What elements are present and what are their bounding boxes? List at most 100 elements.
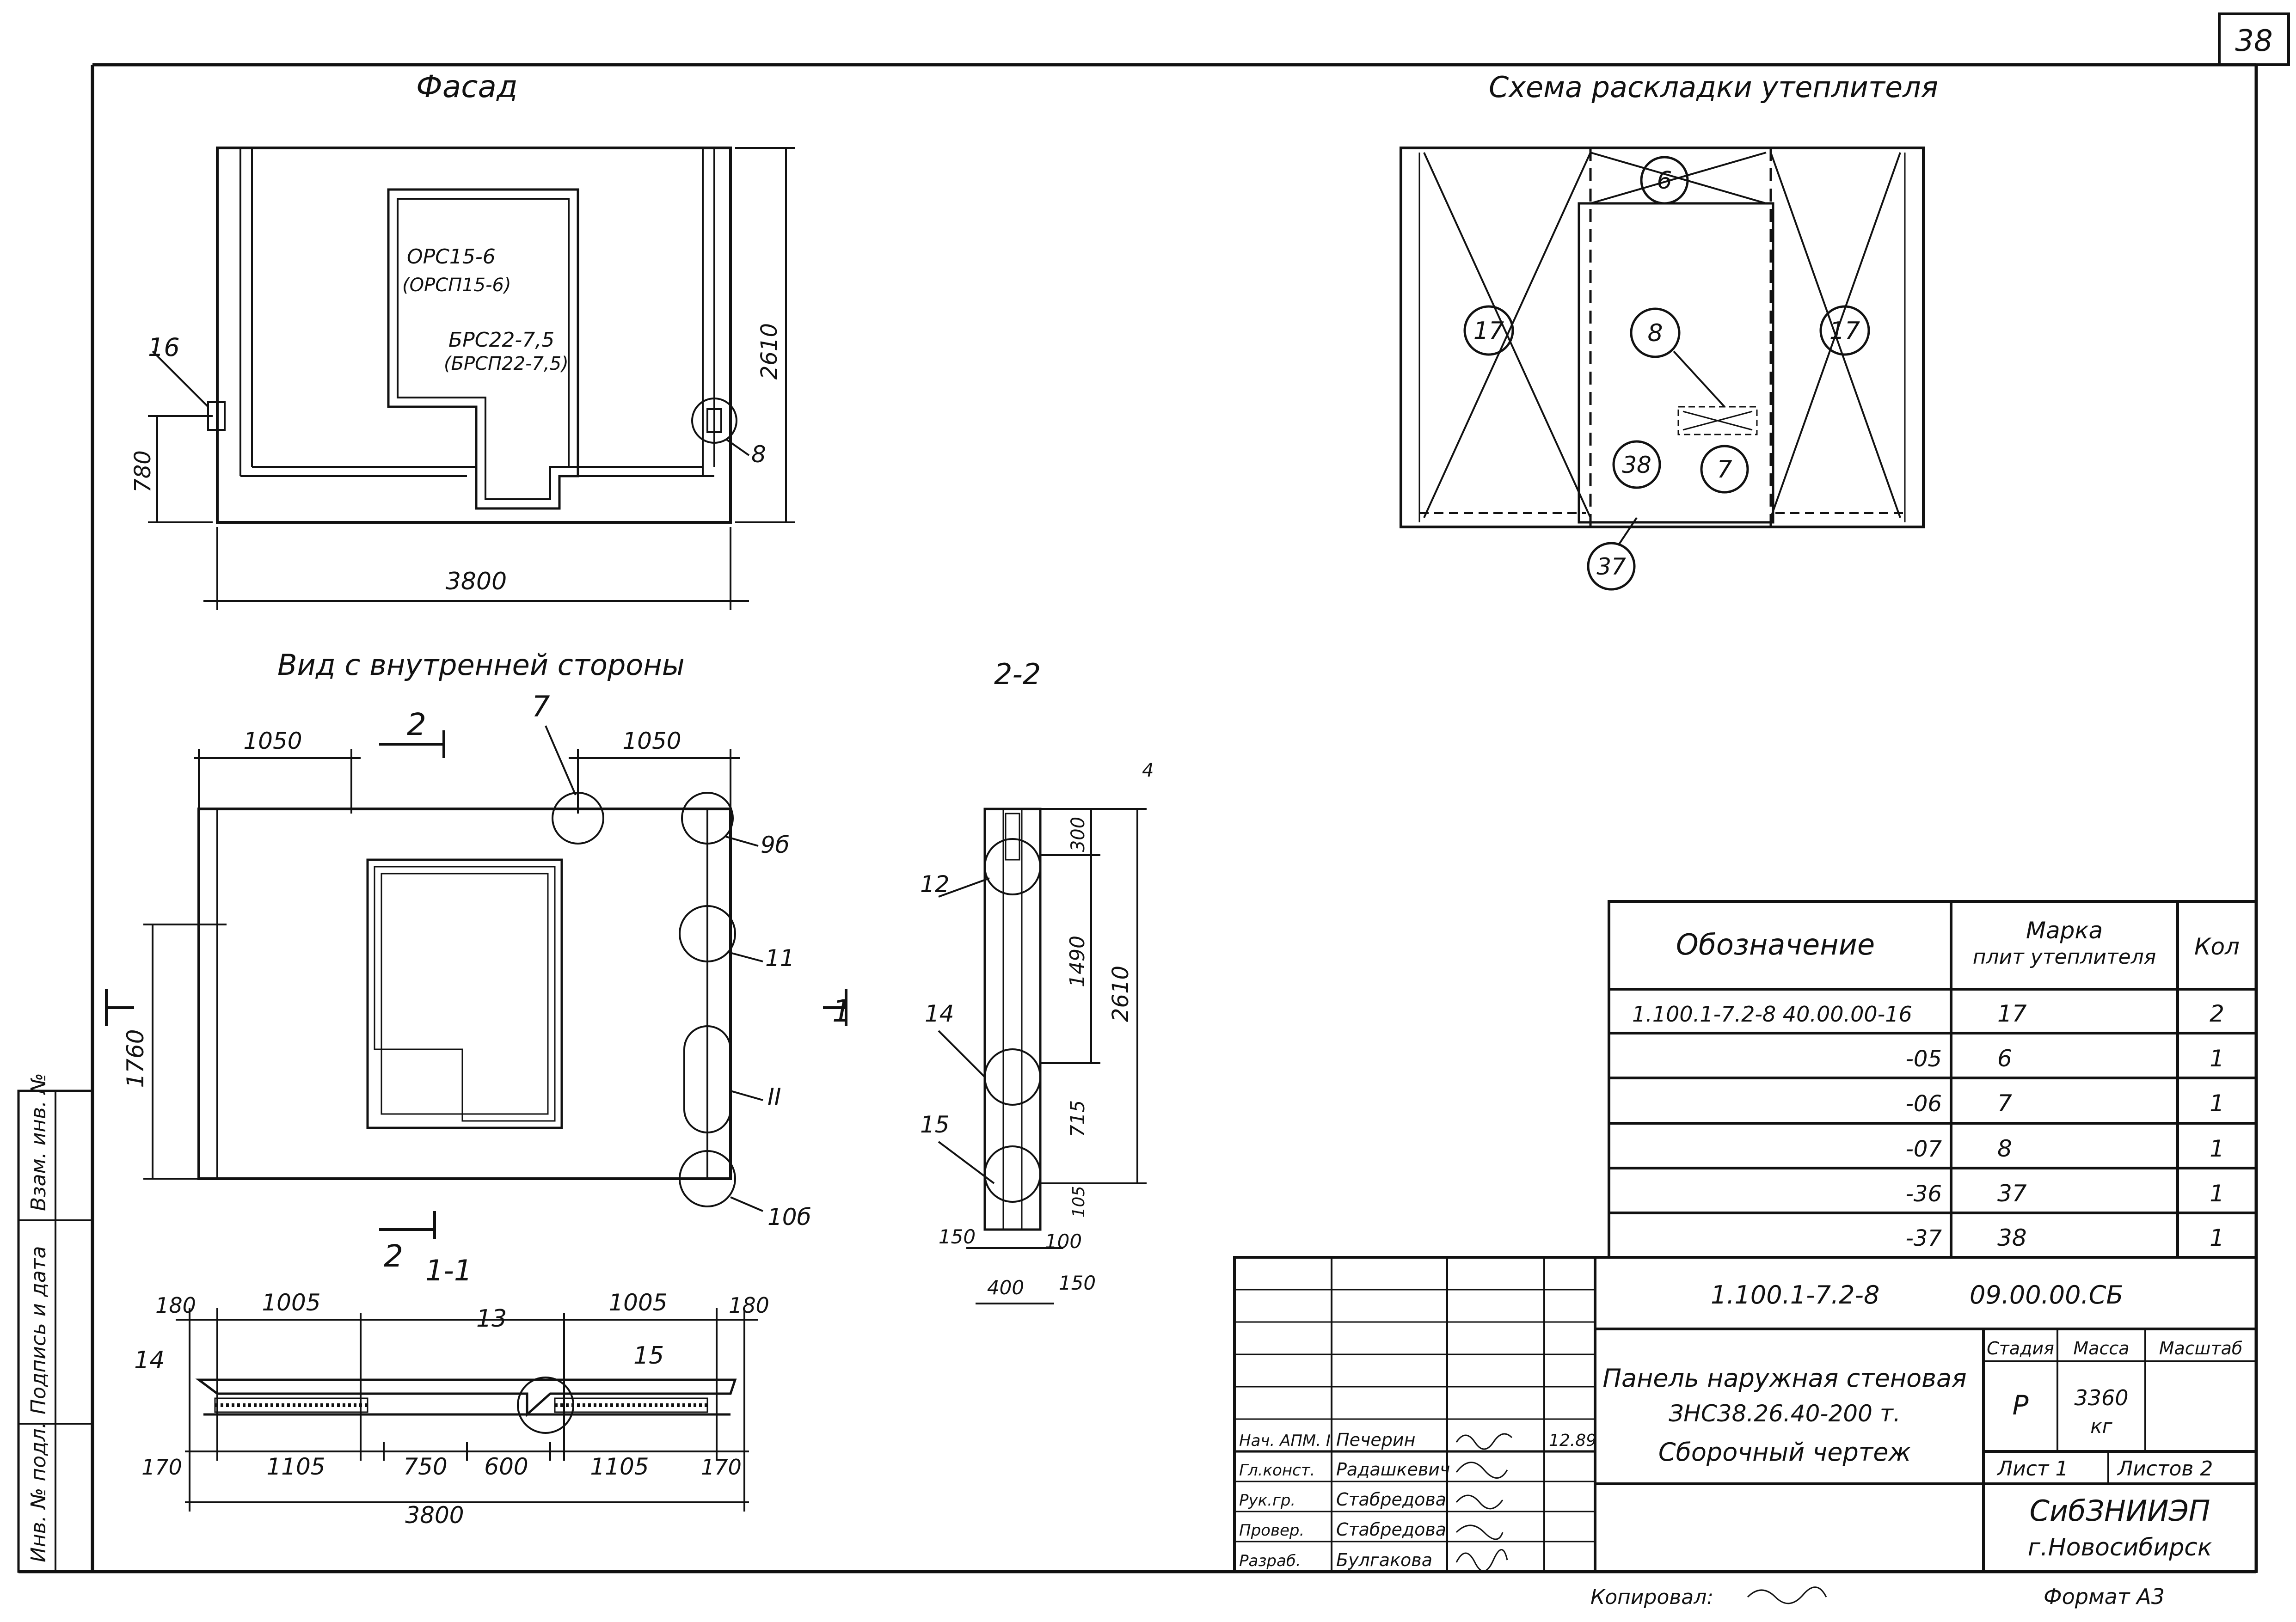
- insulation-bubble-6: [1640, 156, 1689, 205]
- title-stage-label: Стадия: [1987, 1338, 2054, 1359]
- title-mass-label: Масса: [2073, 1338, 2129, 1359]
- inside-dimensions: [105, 725, 847, 1239]
- spec-row-mark: 8: [1997, 1135, 2012, 1162]
- section-22-view: [983, 808, 1042, 1231]
- spec-row-mark: 38: [1997, 1224, 2027, 1251]
- title-mass-unit: кг: [2090, 1415, 2112, 1438]
- insulation-label-38: 38: [1622, 452, 1651, 478]
- section-11-dim-170l: 170: [141, 1455, 182, 1480]
- title-role: Рук.гр.: [1239, 1491, 1295, 1510]
- insulation-label-7: 7: [1717, 456, 1732, 484]
- section-11-dim-1005r: 1005: [608, 1289, 667, 1316]
- spec-col-designation: Обозначение: [1676, 928, 1875, 961]
- section-11-dim-170r: 170: [701, 1455, 742, 1480]
- signatures: [1455, 1433, 1513, 1572]
- insulation-bubble-7: [1700, 445, 1749, 494]
- spec-row-designation: -36: [1906, 1181, 1942, 1207]
- title-stage-value: Р: [2013, 1389, 2029, 1421]
- spec-row-qty: 2: [2210, 1000, 2224, 1027]
- facade-door-label: БРС22-7,5: [448, 328, 554, 352]
- section-22-dim-400: 400: [987, 1276, 1024, 1299]
- title-role-name: Стабредова: [1336, 1489, 1446, 1510]
- spec-col-mark-1: Марка: [2026, 917, 2103, 944]
- section-11-dim-1105r: 1105: [590, 1453, 649, 1480]
- insulation-label-6: 6: [1657, 167, 1672, 195]
- title-name-3: Сборочный чертеж: [1658, 1438, 1911, 1467]
- section-22-dim-2610: 2610: [1108, 966, 1134, 1022]
- spec-row-qty: 1: [2210, 1180, 2224, 1207]
- title-sheets-label: Листов 2: [2117, 1457, 2213, 1481]
- insulation-scheme: [1400, 147, 1925, 591]
- sheet-number-box: 38: [2218, 12, 2290, 66]
- section-11-callout-13: 13: [476, 1305, 507, 1333]
- inside-callout-11: 11: [765, 945, 795, 972]
- inside-section-mark-right: 1: [832, 993, 852, 1029]
- spec-row-mark: 17: [1997, 1000, 2027, 1027]
- spec-row-designation: -37: [1906, 1225, 1942, 1251]
- section-22-dim-100: 100: [1045, 1230, 1082, 1253]
- facade-door-alt-label: (БРСП22-7,5): [444, 353, 569, 374]
- title-role-name: Печерин: [1336, 1430, 1415, 1450]
- title-role-name: Стабредова: [1336, 1519, 1446, 1540]
- insulation-bubble-8: [1630, 307, 1681, 358]
- spec-row-designation: -06: [1906, 1091, 1942, 1117]
- inside-callout-II: II: [767, 1083, 781, 1110]
- title-org-1: СибЗНИИЭП: [2030, 1494, 2210, 1528]
- spec-row-mark: 6: [1997, 1045, 2012, 1072]
- title-name-1: Панель наружная стеновая: [1602, 1364, 1966, 1393]
- facade-dimensions: [148, 147, 795, 610]
- spec-table-grid: [1608, 900, 2258, 1259]
- facade-view: [207, 147, 737, 524]
- section-22-callout-15: 15: [920, 1111, 950, 1138]
- inside-title: Вид с внутренней стороны: [277, 648, 685, 682]
- copied-signature: [1747, 1586, 1827, 1604]
- insulation-bubble-37: [1587, 542, 1636, 591]
- inside-callout-7: 7: [532, 690, 550, 723]
- title-block-grid: [1233, 1256, 2258, 1573]
- inside-cut-mark: 2: [407, 707, 426, 742]
- title-role: Разраб.: [1239, 1552, 1301, 1570]
- title-role-date: 12.89: [1549, 1431, 1596, 1450]
- title-role-name: Булгакова: [1336, 1550, 1432, 1570]
- section-11-title: 1-1: [425, 1254, 472, 1287]
- section-22-dim-150b: 150: [1059, 1272, 1096, 1294]
- side-stamp: Инв. № подл. Подпись и дата Взам. инв. №: [17, 1073, 94, 1573]
- side-stamp-inv-orig: Инв. № подл.: [27, 1422, 50, 1562]
- inside-dim-height: 1760: [122, 1029, 149, 1088]
- side-stamp-sign-date: Подпись и дата: [27, 1246, 50, 1414]
- spec-row-mark: 37: [1997, 1180, 2027, 1207]
- inside-dim-right: 1050: [622, 728, 681, 754]
- spec-row-designation: -07: [1906, 1136, 1942, 1162]
- spec-row-qty: 1: [2210, 1224, 2224, 1251]
- facade-callout-8: 8: [751, 441, 766, 468]
- section-22-corner-4: 4: [1142, 760, 1154, 781]
- title-scale-label: Масштаб: [2159, 1338, 2243, 1359]
- section-22-callout-14: 14: [925, 1000, 954, 1027]
- facade-callout-16: 16: [148, 333, 180, 362]
- inside-callout-9b: 9б: [761, 832, 790, 858]
- footer-format: Формат А3: [2044, 1584, 2165, 1609]
- title-code-right: 09.00.00.СБ: [1970, 1280, 2123, 1310]
- spec-row-qty: 1: [2210, 1090, 2224, 1117]
- facade-width-dim: 3800: [446, 568, 507, 595]
- spec-row-designation: -05: [1906, 1046, 1942, 1072]
- spec-row-qty: 1: [2210, 1045, 2224, 1072]
- side-stamp-inv-repl: Взам. инв. №: [27, 1073, 50, 1211]
- section-22-dim-150a: 150: [939, 1225, 976, 1248]
- facade-window-alt-label: (ОРСП15-6): [402, 275, 511, 296]
- section-11-dim-total: 3800: [405, 1502, 464, 1529]
- spec-row-designation: 1.100.1-7.2-8 40.00.00-16: [1632, 1002, 1912, 1027]
- insulation-bubble-17r: [1819, 305, 1870, 356]
- title-sheet-label: Лист 1: [1996, 1457, 2068, 1481]
- section-11-dim-1105l: 1105: [266, 1453, 325, 1480]
- section-22-dim-105: 105: [1069, 1186, 1088, 1218]
- insulation-bubble-17l: [1463, 305, 1514, 356]
- section-22-dim-1490: 1490: [1066, 936, 1089, 987]
- facade-title: Фасад: [416, 69, 518, 104]
- title-role: Гл.конст.: [1239, 1461, 1315, 1480]
- facade-height-dim: 2610: [756, 323, 782, 379]
- section-11-dim-180r: 180: [729, 1293, 769, 1318]
- insulation-label-17l: 17: [1473, 317, 1504, 345]
- section-11-dim-180l: 180: [155, 1293, 196, 1318]
